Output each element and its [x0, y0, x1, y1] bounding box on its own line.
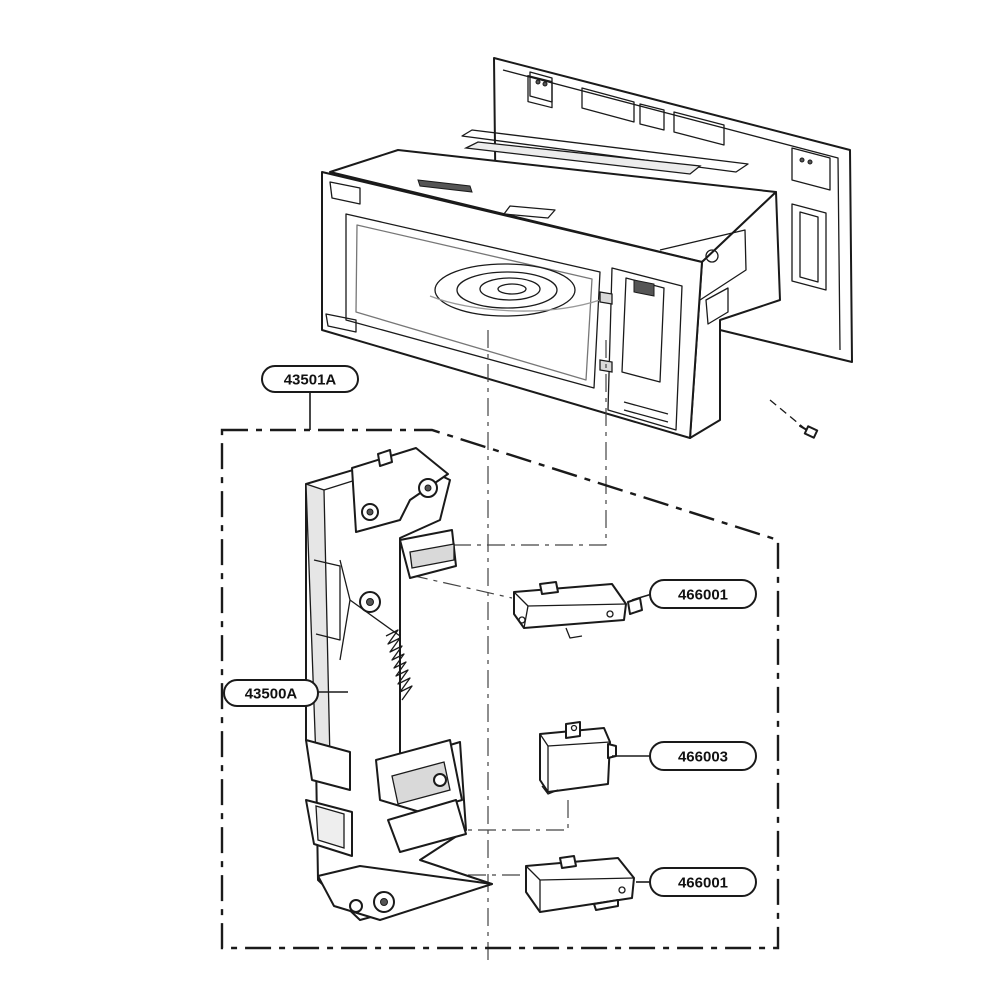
microwave-cavity	[321, 57, 853, 439]
turntable	[429, 263, 601, 317]
latch-spring	[385, 629, 413, 701]
callout-label-assembly: 43501A	[284, 372, 337, 389]
callout-label-switch-middle: 466003	[678, 749, 728, 766]
callout-label-latch-board: 43500A	[245, 686, 298, 703]
callout-label-switch-lower: 466001	[678, 875, 728, 892]
callout-466001-lower: 466001	[649, 867, 757, 897]
callout-466001-upper: 466001	[649, 579, 757, 609]
mounting-screw	[769, 399, 819, 439]
switch-upper	[513, 581, 643, 639]
latch-board	[305, 447, 493, 921]
callout-43500a: 43500A	[223, 679, 319, 707]
projection-lines	[408, 330, 607, 960]
callout-label-switch-upper: 466001	[678, 587, 728, 604]
callout-43501a: 43501A	[261, 365, 359, 393]
switch-middle	[539, 721, 617, 795]
assembly-boundary	[220, 428, 780, 950]
switch-lower	[525, 855, 635, 913]
callout-leaders	[309, 392, 653, 883]
callout-466003: 466003	[649, 741, 757, 771]
